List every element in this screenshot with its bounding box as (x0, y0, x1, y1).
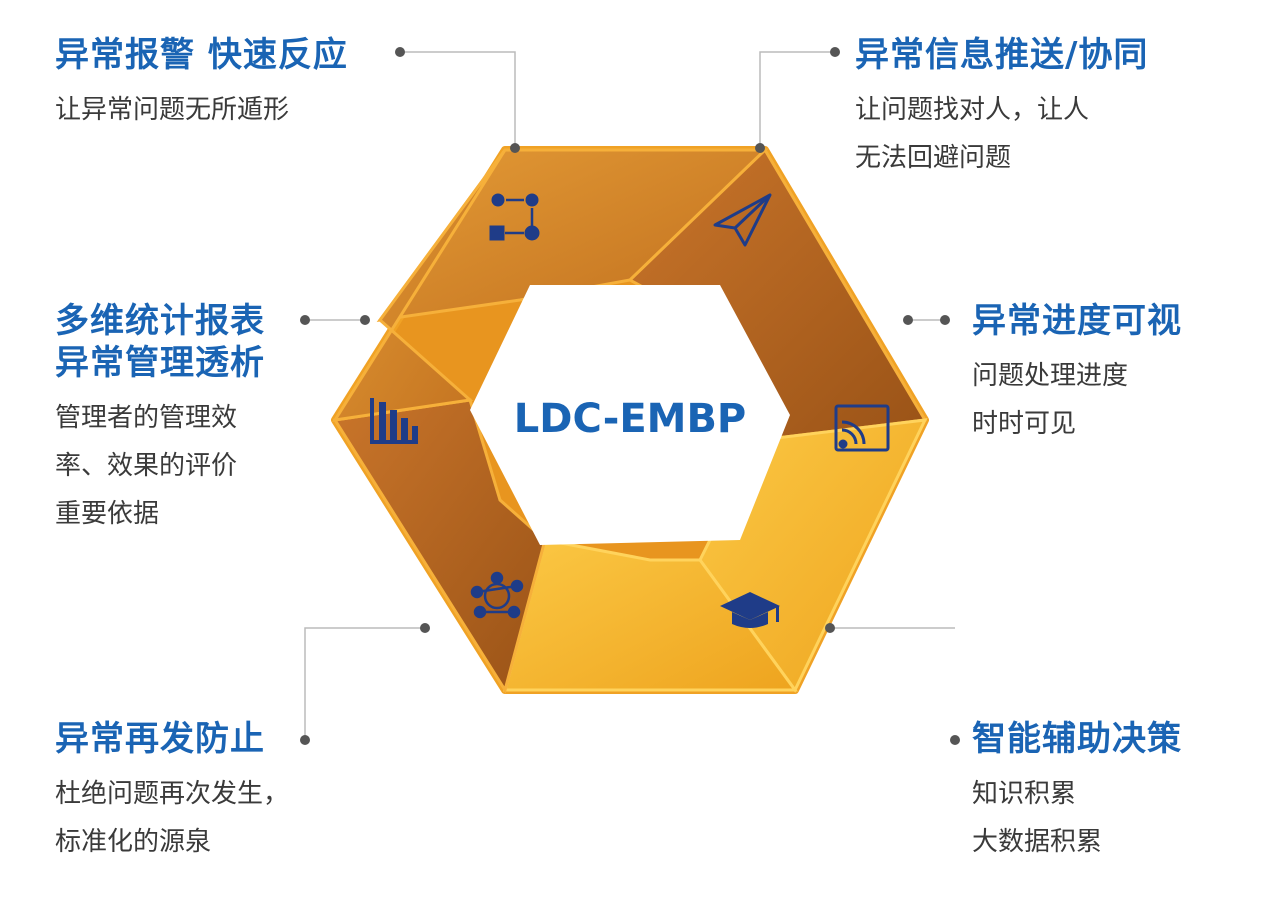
item-title: 异常进度可视 (972, 301, 1182, 341)
item-desc: 管理者的管理效 率、效果的评价 重要依据 (55, 403, 238, 529)
center-title: LDC-EMBP (513, 396, 747, 442)
item-desc: 让异常问题无所遁形 (55, 95, 290, 125)
paper-plane-icon (713, 193, 772, 247)
item-desc: 知识积累 大数据积累 (972, 779, 1103, 857)
item-alarm: 异常报警 快速反应 让异常问题无所遁形 (55, 34, 348, 134)
network-icon (470, 571, 524, 619)
item-push-collab: 异常信息推送/协同 让问题找对人，让人 无法回避问题 (855, 34, 1148, 182)
item-reports: 多维统计报表 异常管理透析 管理者的管理效 率、效果的评价 重要依据 (55, 300, 265, 538)
cast-icon (834, 404, 890, 452)
item-title: 多维统计报表 异常管理透析 (55, 301, 265, 383)
bar-chart-icon (370, 398, 418, 444)
item-title: 异常再发防止 (55, 719, 265, 759)
item-decision: 智能辅助决策 知识积累 大数据积累 (972, 718, 1182, 866)
item-progress: 异常进度可视 问题处理进度 时时可见 (972, 300, 1182, 448)
connector-lines (304, 51, 955, 740)
connector-dots (300, 47, 960, 745)
inner-hexagon (470, 285, 790, 545)
petal-bottom-right (503, 538, 798, 692)
graduation-cap-icon (720, 592, 780, 628)
item-desc: 杜绝问题再次发生， 标准化的源泉 (55, 779, 290, 857)
item-desc: 让问题找对人，让人 无法回避问题 (855, 95, 1090, 173)
petal-bottom-left (332, 398, 547, 694)
item-title: 智能辅助决策 (972, 719, 1182, 759)
petal-left (331, 149, 507, 422)
item-desc: 问题处理进度 时时可见 (972, 361, 1129, 439)
item-title: 异常信息推送/协同 (855, 35, 1149, 75)
item-prevention: 异常再发防止 杜绝问题再次发生， 标准化的源泉 (55, 718, 289, 866)
flow-icon (489, 193, 540, 241)
item-title: 异常报警 快速反应 (55, 35, 348, 75)
